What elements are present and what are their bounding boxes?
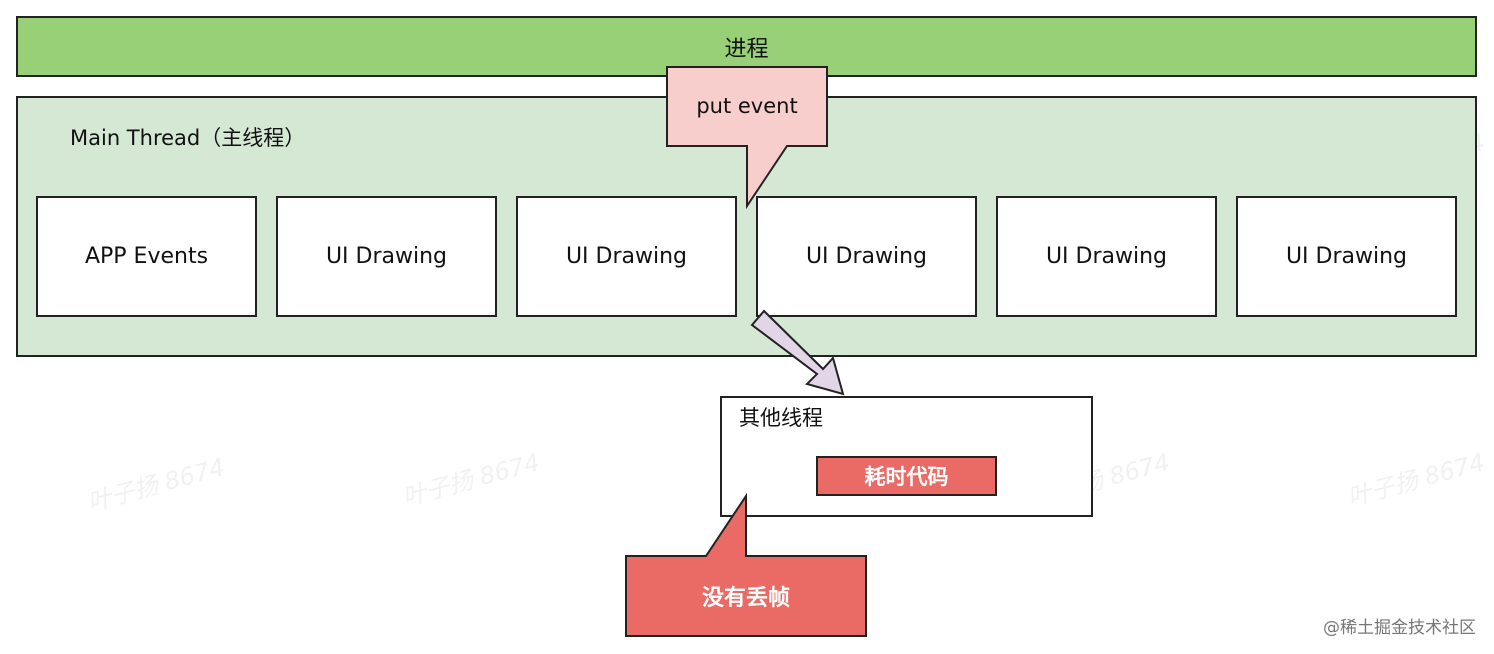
credit-text: @稀土掘金技术社区 [1323, 618, 1476, 638]
main-thread-label: Main Thread（主线程） [70, 126, 306, 150]
no-frame-drop-label: 没有丢帧 [701, 586, 790, 611]
no-frame-drop-callout-shape [625, 492, 867, 637]
task-box-ui-drawing: UI Drawing [756, 196, 977, 317]
task-label: UI Drawing [1045, 244, 1168, 269]
task-box-app-events: APP Events [36, 196, 257, 317]
task-label: APP Events [84, 244, 209, 269]
put-event-callout-shape [666, 66, 828, 210]
task-box-ui-drawing: UI Drawing [516, 196, 737, 317]
block-arrow [750, 309, 845, 396]
slow-code-block: 耗时代码 [816, 456, 997, 496]
task-label: UI Drawing [805, 244, 928, 269]
put-event-label: put event [696, 94, 798, 118]
other-thread-label: 其他线程 [739, 406, 823, 430]
slow-code-label: 耗时代码 [864, 465, 949, 489]
task-label: UI Drawing [1285, 244, 1408, 269]
task-box-ui-drawing: UI Drawing [1236, 196, 1457, 317]
task-box-ui-drawing: UI Drawing [276, 196, 497, 317]
task-box-ui-drawing: UI Drawing [996, 196, 1217, 317]
process-label: 进程 [724, 36, 769, 62]
task-label: UI Drawing [325, 244, 448, 269]
task-label: UI Drawing [565, 244, 688, 269]
